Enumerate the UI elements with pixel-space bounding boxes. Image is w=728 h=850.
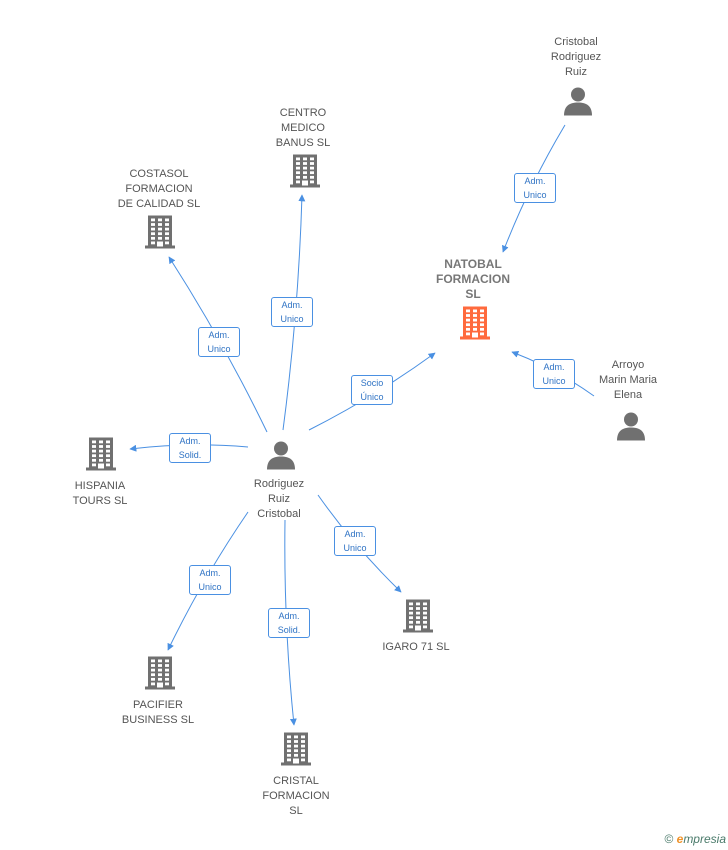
node-label-arroyo[interactable]: Arroyo Marin Maria Elena — [598, 359, 658, 401]
relation-label[interactable]: Adm. Unico — [334, 526, 376, 556]
relation-label[interactable]: Adm. Unico — [514, 173, 556, 203]
building-icon[interactable] — [281, 731, 311, 772]
building-icon[interactable] — [460, 305, 490, 346]
building-icon[interactable] — [86, 436, 116, 477]
building-icon[interactable] — [145, 655, 175, 696]
relation-label[interactable]: Adm. Unico — [271, 297, 313, 327]
building-icon[interactable] — [290, 153, 320, 194]
relation-label[interactable]: Adm. Unico — [533, 359, 575, 389]
relation-label[interactable]: Adm. Unico — [189, 565, 231, 595]
building-icon[interactable] — [403, 598, 433, 639]
brand-initial: e — [676, 832, 684, 846]
node-label-costasol[interactable]: COSTASOL FORMACION DE CALIDAD SL — [117, 168, 201, 210]
footer-brand: © empresia — [664, 832, 726, 846]
person-icon[interactable] — [266, 440, 296, 475]
relation-label[interactable]: Socio Único — [351, 375, 393, 405]
copyright-symbol: © — [664, 832, 674, 846]
node-label-natobal[interactable]: NATOBAL FORMACION SL — [436, 257, 510, 301]
node-label-cristal[interactable]: CRISTAL FORMACION SL — [262, 775, 330, 817]
node-label-cristobal-rodriguez[interactable]: Cristobal Rodriguez Ruiz — [550, 36, 602, 78]
node-label-pacifier[interactable]: PACIFIER BUSINESS SL — [121, 699, 195, 726]
building-icon[interactable] — [145, 214, 175, 255]
person-icon[interactable] — [616, 411, 646, 446]
relation-label[interactable]: Adm. Unico — [198, 327, 240, 357]
relation-label[interactable]: Adm. Solid. — [268, 608, 310, 638]
node-label-igaro[interactable]: IGARO 71 SL — [382, 641, 450, 653]
node-label-centro-medico[interactable]: CENTRO MEDICO BANUS SL — [275, 107, 331, 149]
node-label-hispania[interactable]: HISPANIA TOURS SL — [72, 480, 128, 507]
node-label-rodriguez-ruiz[interactable]: Rodriguez Ruiz Cristobal — [253, 478, 305, 520]
person-icon[interactable] — [563, 86, 593, 121]
brand-name: mpresia — [683, 832, 726, 846]
relation-label[interactable]: Adm. Solid. — [169, 433, 211, 463]
